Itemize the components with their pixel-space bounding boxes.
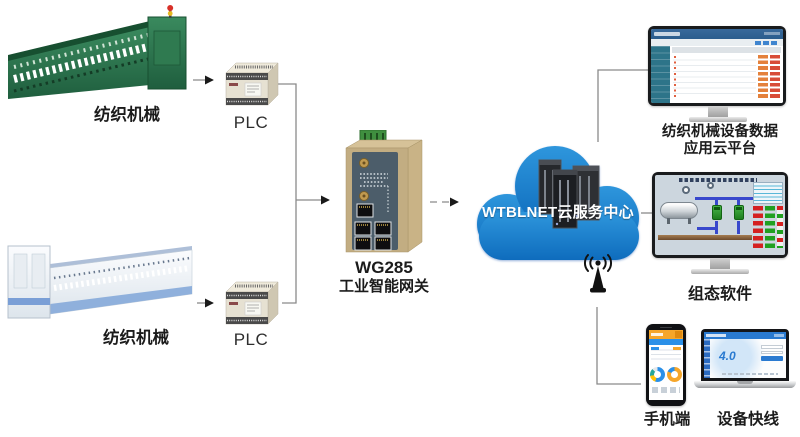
ethernet-port <box>354 221 372 236</box>
monitor-frame <box>652 172 788 258</box>
cloud-platform-label-line2: 应用云平台 <box>683 141 757 157</box>
link-plc-top-junction <box>278 83 297 200</box>
donut-chart-orange <box>667 366 682 382</box>
gateway-image <box>345 130 423 253</box>
status-indicators-green <box>765 206 775 248</box>
scada-title-bar <box>679 178 757 182</box>
antenna-icon <box>584 254 612 293</box>
platform-action-buttons-red <box>770 55 780 99</box>
link-antenna-mobile <box>596 307 641 385</box>
pump-icon <box>712 205 722 220</box>
pipe <box>737 221 740 234</box>
tank-icon <box>660 202 698 224</box>
mobile-app-header <box>649 330 683 339</box>
donut-chart-blue <box>650 366 665 382</box>
machine-bottom-label: 纺织机械 <box>103 329 169 347</box>
scada-screen <box>655 175 785 255</box>
platform-table <box>670 46 783 103</box>
monitor-base <box>691 269 749 274</box>
pipe <box>737 199 740 206</box>
login-button <box>761 356 783 361</box>
pipe <box>697 227 717 230</box>
ethernet-port <box>354 236 372 251</box>
gauge-icon <box>707 182 714 189</box>
scada-monitor <box>652 172 788 274</box>
ethernet-port <box>374 236 392 251</box>
monitor-frame <box>648 26 786 106</box>
footer-text-line <box>722 373 778 375</box>
pipe <box>695 197 753 200</box>
device-express-header <box>704 332 786 339</box>
plc-top-image <box>225 62 279 106</box>
cloud-shape <box>477 146 639 260</box>
mobile-phone-image <box>646 324 686 406</box>
ethernet-port <box>356 203 374 218</box>
cloud-platform-label-line1: 纺织机械设备数据 <box>662 124 778 140</box>
cloud-platform-screen <box>651 29 783 103</box>
cloud-image <box>477 146 639 260</box>
scada-value-table <box>753 182 783 204</box>
mobile-app-screen <box>649 330 683 400</box>
machine-top-label: 纺织机械 <box>94 106 160 124</box>
login-input <box>761 350 783 354</box>
device-express-screen: 4.0 <box>704 332 786 378</box>
ethernet-port <box>374 221 392 236</box>
server-stack-icon <box>538 159 600 229</box>
plc-top-label: PLC <box>233 113 269 132</box>
plc-bottom-label: PLC <box>233 330 269 349</box>
main-pipe <box>658 235 752 240</box>
status-indicators-red <box>753 206 763 248</box>
platform-sidebar <box>651 46 670 103</box>
pump-icon <box>734 205 744 220</box>
device-express-version: 4.0 <box>719 349 736 363</box>
platform-header-bar <box>651 29 783 39</box>
platform-table-header <box>672 47 781 53</box>
mobile-app-subbar <box>649 339 683 345</box>
monitor-stand <box>708 106 728 118</box>
monitor-base <box>689 117 747 122</box>
platform-table-rows <box>673 55 756 99</box>
mobile-label: 手机端 <box>643 411 691 428</box>
device-express-main: 4.0 <box>710 339 786 378</box>
laptop-image: 4.0 <box>694 329 796 388</box>
monitor-stand <box>710 258 730 270</box>
laptop-base <box>694 381 796 388</box>
mobile-app-stats <box>651 346 681 363</box>
status-indicators-mixed <box>777 206 783 248</box>
gauge-icon <box>682 186 690 194</box>
mobile-app-footer <box>652 387 680 393</box>
cloud-label: WTBLNET云服务中心 <box>482 204 634 221</box>
textile-machine-bottom-image <box>7 245 193 319</box>
link-plc-bottom-junction <box>282 200 297 304</box>
scada-label: 组态软件 <box>687 286 752 303</box>
pipe <box>715 199 718 206</box>
platform-toolbar <box>651 39 783 46</box>
gateway-name-label: 工业智能网关 <box>338 278 429 295</box>
link-cloud-platform <box>597 69 649 142</box>
device-express-label: 设备快线 <box>716 411 779 428</box>
login-form <box>761 345 783 361</box>
device-express-sidebar <box>704 339 710 378</box>
login-input <box>761 345 783 349</box>
cloud-platform-monitor <box>648 26 788 122</box>
platform-action-buttons-orange <box>758 55 768 99</box>
plc-bottom-image <box>225 281 279 325</box>
laptop-screen: 4.0 <box>701 329 789 381</box>
textile-machine-top-image <box>8 5 187 99</box>
scada-status-panel <box>753 182 783 250</box>
gateway-model-label: WG285 <box>355 258 413 277</box>
